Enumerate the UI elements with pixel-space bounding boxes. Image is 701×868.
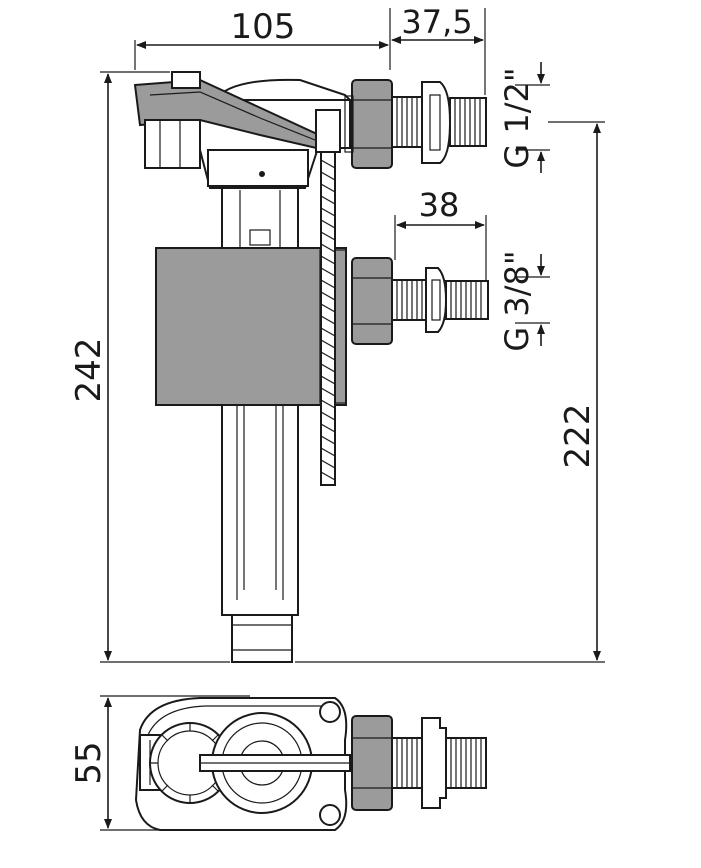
fill-valve-top-view [134, 697, 487, 831]
fill-valve-front-view [133, 71, 489, 663]
float-block [155, 247, 347, 406]
dimension-lines [100, 8, 605, 831]
dim-thread-upper: G 1/2" [498, 67, 536, 168]
dim-overall-height: 242 [69, 338, 109, 403]
washer-upper [421, 81, 452, 164]
inlet-nut-lower [351, 257, 393, 345]
dim-inlet-height: 222 [558, 404, 598, 469]
dim-top-width: 105 [231, 7, 296, 47]
dim-mid-offset: 38 [419, 186, 460, 224]
washer-lower [425, 267, 448, 333]
dim-base-width: 55 [69, 741, 109, 784]
dim-thread-lower: G 3/8" [498, 250, 536, 351]
inlet-nut-top-view [351, 715, 393, 811]
inlet-nut-upper [351, 79, 393, 169]
dim-top-offset: 37,5 [401, 3, 472, 41]
